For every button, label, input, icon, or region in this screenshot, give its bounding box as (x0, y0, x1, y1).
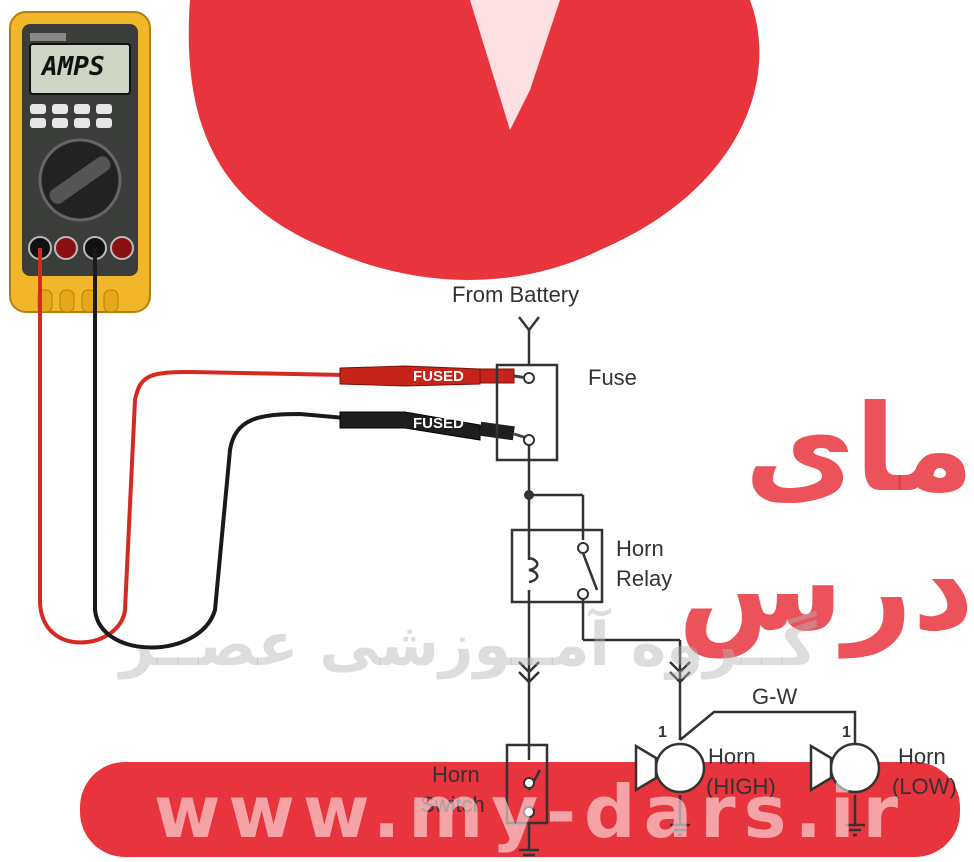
watermark-shapes (80, 0, 960, 857)
relay-label-line2: Relay (616, 566, 673, 591)
pin-high-label: 1 (658, 724, 667, 741)
wire-color-label: G-W (752, 684, 798, 709)
red-probe (339, 365, 528, 387)
ground-symbols (519, 823, 865, 857)
watermark-brand: مای درس (677, 380, 974, 658)
junction-dot (524, 490, 534, 500)
relay-label-line1: Horn (616, 536, 664, 561)
from-battery-label: From Battery (452, 282, 580, 307)
watermark-subtitle: گــروه آمــوزشی عصــر (120, 610, 817, 680)
pin-low-label: 1 (842, 724, 851, 741)
meter-display: AMPS (42, 52, 105, 82)
multimeter (9, 11, 151, 313)
watermark-url: www.my-dars.ir (153, 770, 907, 854)
horn-switch-label-line2: Switch (420, 792, 485, 817)
black-test-lead (93, 248, 346, 650)
horn-low-label-line1: Horn (898, 744, 946, 769)
black-probe-label: FUSED (413, 415, 464, 432)
circuit-wiring (495, 316, 857, 850)
horn-high-symbol (634, 742, 706, 794)
red-test-lead (38, 248, 346, 645)
horn-switch-label-line1: Horn (432, 762, 480, 787)
red-probe-label: FUSED (413, 368, 464, 385)
fuse-label: Fuse (588, 365, 637, 390)
horn-high-label-line1: Horn (708, 744, 756, 769)
horn-low-label-line2: (LOW) (892, 774, 957, 799)
horn-high-label-line2: (HIGH) (706, 774, 776, 799)
horn-low-symbol (809, 742, 881, 794)
